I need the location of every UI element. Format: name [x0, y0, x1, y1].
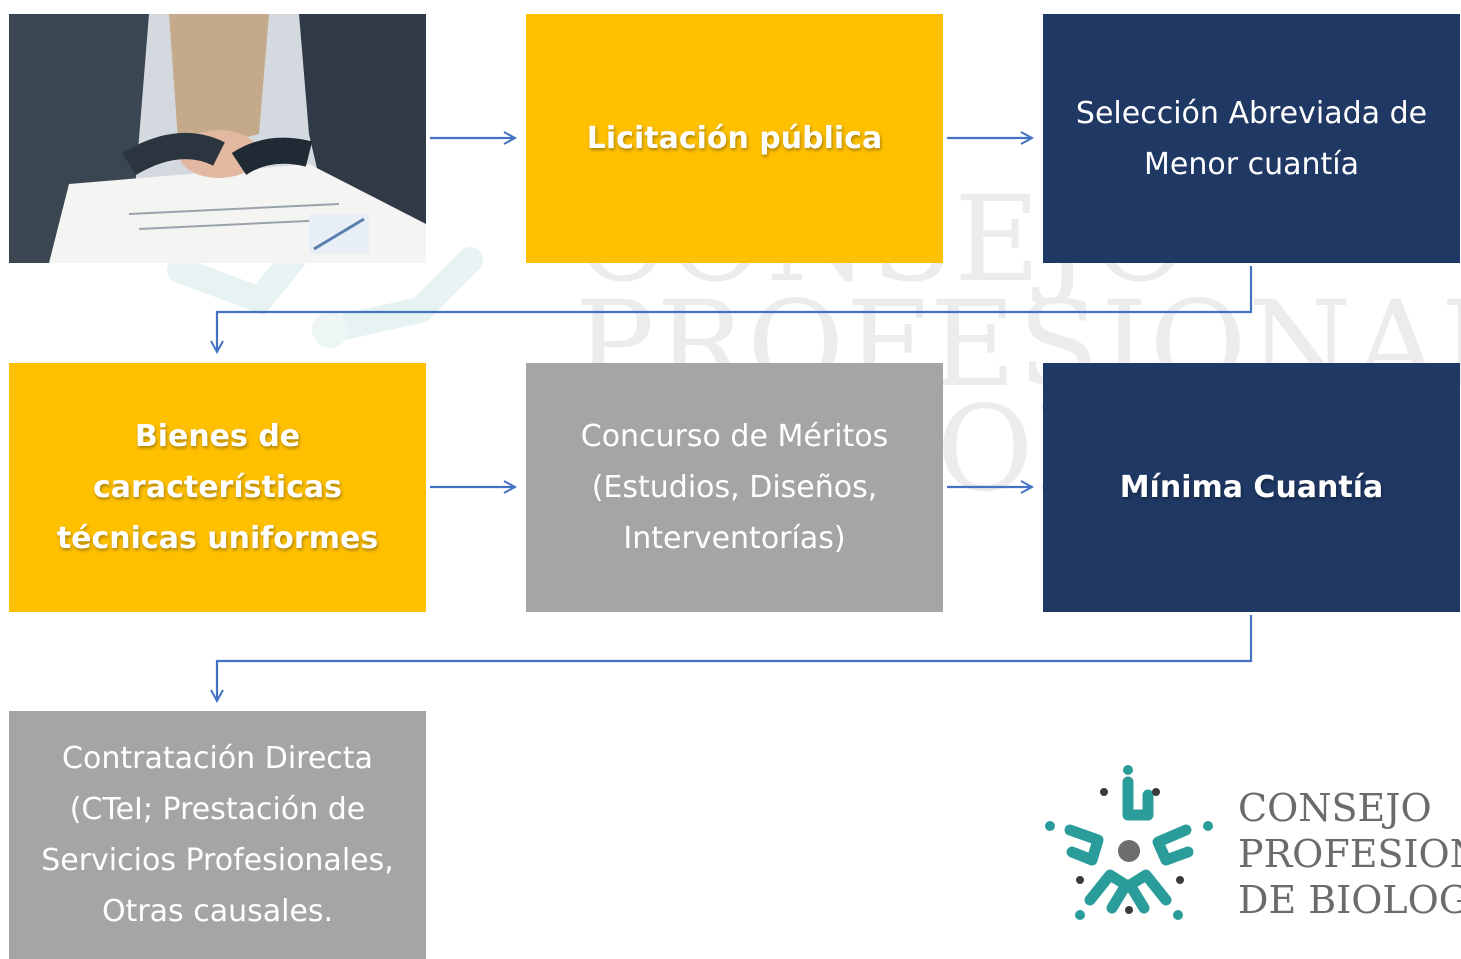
seleccion-label: Selección Abreviada de Menor cuantía	[1075, 95, 1428, 182]
box-bienes-uniformes: Bienes de características técnicas unifo…	[9, 363, 426, 612]
arrow-minima-to-contratacion	[217, 615, 1253, 701]
box-licitacion-publica: Licitación pública	[526, 14, 943, 263]
box-contratacion-directa: Contratación Directa (CTeI; Prestación d…	[9, 711, 426, 959]
handshake-photo	[9, 14, 426, 263]
box-seleccion-abreviada: Selección Abreviada de Menor cuantía	[1043, 14, 1460, 263]
box-concurso-meritos: Concurso de Méritos (Estudios, Diseños, …	[526, 363, 943, 612]
box-minima-cuantia: Mínima Cuantía	[1043, 363, 1460, 612]
contratacion-label: Contratación Directa (CTeI; Prestación d…	[41, 741, 394, 929]
bienes-label: Bienes de características técnicas unifo…	[56, 419, 379, 556]
logo-line-3: DE BIOLOGÍA	[1238, 878, 1461, 922]
concurso-label: Concurso de Méritos (Estudios, Diseños, …	[580, 419, 889, 556]
arrow-seleccion-to-bienes	[217, 266, 1253, 352]
handshake-icon	[9, 14, 426, 263]
consejo-logo: CONSEJO PROFESIONAL DE BIOLOGÍA	[1040, 760, 1461, 930]
logo-line-1: CONSEJO	[1238, 786, 1432, 830]
star-people-logo-icon	[1045, 765, 1213, 920]
logo-line-2: PROFESIONAL	[1238, 832, 1461, 876]
minima-label: Mínima Cuantía	[1119, 470, 1384, 505]
licitacion-label: Licitación pública	[586, 121, 883, 156]
